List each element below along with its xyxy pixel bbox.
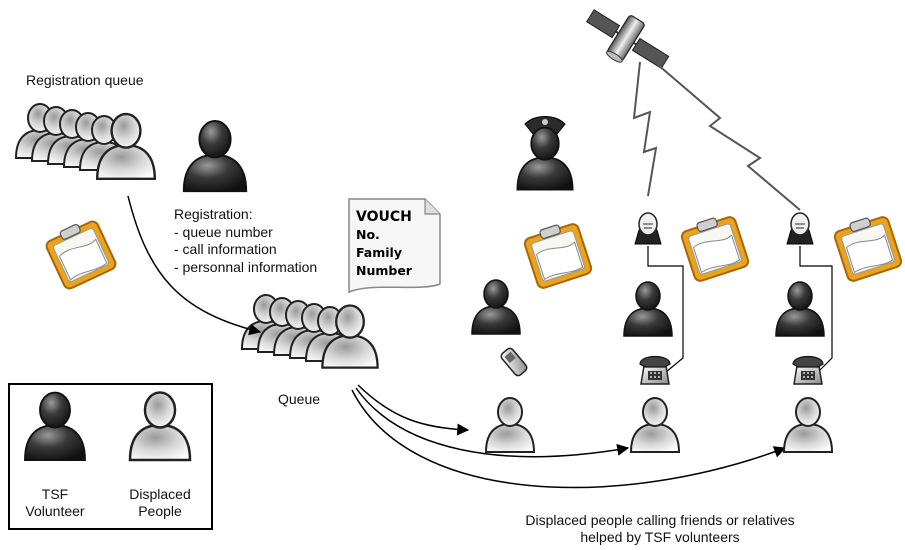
volunteer-icon [775, 281, 825, 337]
phone-wire [799, 246, 833, 373]
volunteer-icon [471, 279, 521, 335]
to-station-3-arrow [351, 389, 787, 489]
caption-line: helped by TSF volunteers [580, 529, 740, 545]
caption-line: Displaced people calling friends or rela… [525, 512, 795, 528]
registration-item: - personnal information [174, 258, 318, 275]
voucher-line: VOUCH [356, 209, 412, 225]
legend-text: TSF [41, 486, 69, 502]
registration-queue-crowd [15, 103, 157, 181]
phone-wire [647, 246, 684, 373]
displaced-person-icon [783, 397, 833, 453]
registration-item: - call information [174, 241, 277, 257]
satellite-terminal-icon [786, 212, 814, 245]
station-3 [775, 210, 904, 453]
volunteer-icon [623, 281, 673, 337]
satellite-terminal-icon [634, 212, 662, 245]
registration-queue-label: Registration queue [26, 72, 144, 88]
satellite-icon [585, 9, 670, 70]
voucher-text: VOUCH No. Family Number [356, 208, 412, 280]
voucher-document [348, 198, 441, 294]
satellite-beam-1 [632, 61, 658, 197]
voucher-line: Family [356, 245, 402, 260]
desk-telephone-icon [792, 355, 824, 385]
legend-text: Volunteer [25, 503, 85, 519]
desk-telephone-icon [639, 355, 671, 385]
clipboard-icon [678, 210, 751, 284]
voucher-line: Number [356, 263, 412, 278]
station-1 [471, 116, 594, 453]
station-2 [623, 210, 751, 453]
displaced-person-icon [630, 397, 680, 453]
legend-displaced-label: Displaced People [120, 486, 200, 520]
satellite-beam-2 [649, 57, 801, 211]
registration-item: - queue number [174, 223, 273, 240]
registration-volunteer-icon [182, 120, 248, 193]
legend-text: Displaced [129, 486, 191, 502]
queue-crowd [241, 294, 379, 369]
caption: Displaced people calling friends or rela… [470, 512, 850, 546]
to-queue-arrow [127, 195, 262, 336]
to-station-1-arrow [357, 384, 470, 436]
registration-info: Registration: - queue number - call info… [174, 206, 317, 276]
legend-text: People [138, 503, 182, 519]
registration-title: Registration: [174, 206, 253, 222]
police-volunteer [516, 116, 574, 191]
mobile-phone-icon [500, 347, 528, 377]
legend [8, 383, 213, 530]
clipboard-icon [831, 210, 904, 284]
voucher-line: No. [356, 227, 380, 242]
displaced-person-icon [485, 397, 535, 453]
legend-volunteer-label: TSF Volunteer [15, 486, 95, 520]
clipboard-icon [521, 217, 594, 291]
to-station-2-arrow [355, 387, 630, 458]
clipboard-icon [41, 214, 119, 292]
queue-label: Queue [278, 391, 321, 407]
